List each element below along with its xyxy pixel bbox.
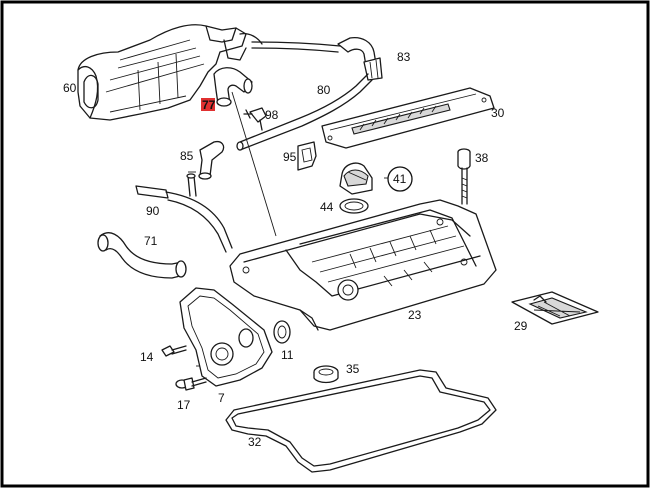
label-7[interactable]: 7 bbox=[218, 391, 225, 405]
part-32-gasket bbox=[225, 369, 497, 473]
label-30[interactable]: 30 bbox=[491, 106, 505, 120]
part-98-valve bbox=[243, 107, 267, 131]
part-95-clip bbox=[297, 141, 317, 171]
label-29[interactable]: 29 bbox=[514, 319, 528, 333]
part-labels: 60 77 98 83 80 30 85 95 38 41 44 90 71 2… bbox=[63, 50, 528, 449]
label-77[interactable]: 77 bbox=[202, 98, 216, 112]
part-38-bolt bbox=[457, 148, 471, 205]
label-80[interactable]: 80 bbox=[317, 83, 331, 97]
label-41[interactable]: 41 bbox=[393, 172, 407, 186]
part-41-filler-cap bbox=[339, 162, 373, 195]
part-83-breather-hose bbox=[251, 36, 383, 81]
part-23-valve-cover bbox=[229, 199, 497, 331]
label-98[interactable]: 98 bbox=[265, 108, 279, 122]
label-35[interactable]: 35 bbox=[346, 362, 360, 376]
part-77-elbow-hose bbox=[213, 67, 253, 107]
label-60[interactable]: 60 bbox=[63, 81, 77, 95]
label-44[interactable]: 44 bbox=[320, 200, 334, 214]
label-17[interactable]: 17 bbox=[177, 398, 191, 412]
label-83[interactable]: 83 bbox=[397, 50, 411, 64]
label-23[interactable]: 23 bbox=[408, 308, 422, 322]
label-41-circle bbox=[387, 166, 413, 192]
part-44-seal bbox=[339, 198, 369, 214]
label-38[interactable]: 38 bbox=[475, 151, 489, 165]
part-14-bolt bbox=[161, 345, 187, 357]
label-14[interactable]: 14 bbox=[140, 350, 154, 364]
label-71[interactable]: 71 bbox=[144, 234, 158, 248]
label-95[interactable]: 95 bbox=[283, 150, 297, 164]
part-17-bolt bbox=[175, 377, 207, 391]
part-30-cover-plate bbox=[321, 87, 495, 149]
label-90[interactable]: 90 bbox=[146, 204, 160, 218]
label-77-highlight bbox=[201, 98, 215, 111]
label-11[interactable]: 11 bbox=[281, 348, 294, 362]
part-60-intake-housing bbox=[77, 24, 263, 121]
part-35-seal bbox=[313, 365, 339, 384]
label-85[interactable]: 85 bbox=[180, 149, 194, 163]
part-29-sealant-card bbox=[511, 291, 599, 325]
label-32[interactable]: 32 bbox=[248, 435, 262, 449]
part-90-hose bbox=[135, 173, 233, 253]
part-80-pipe bbox=[236, 73, 373, 151]
part-71-curved-hose bbox=[97, 232, 187, 279]
part-11-seal bbox=[273, 320, 291, 344]
part-7-plate bbox=[179, 287, 273, 387]
part-85-small-elbow bbox=[198, 140, 225, 180]
